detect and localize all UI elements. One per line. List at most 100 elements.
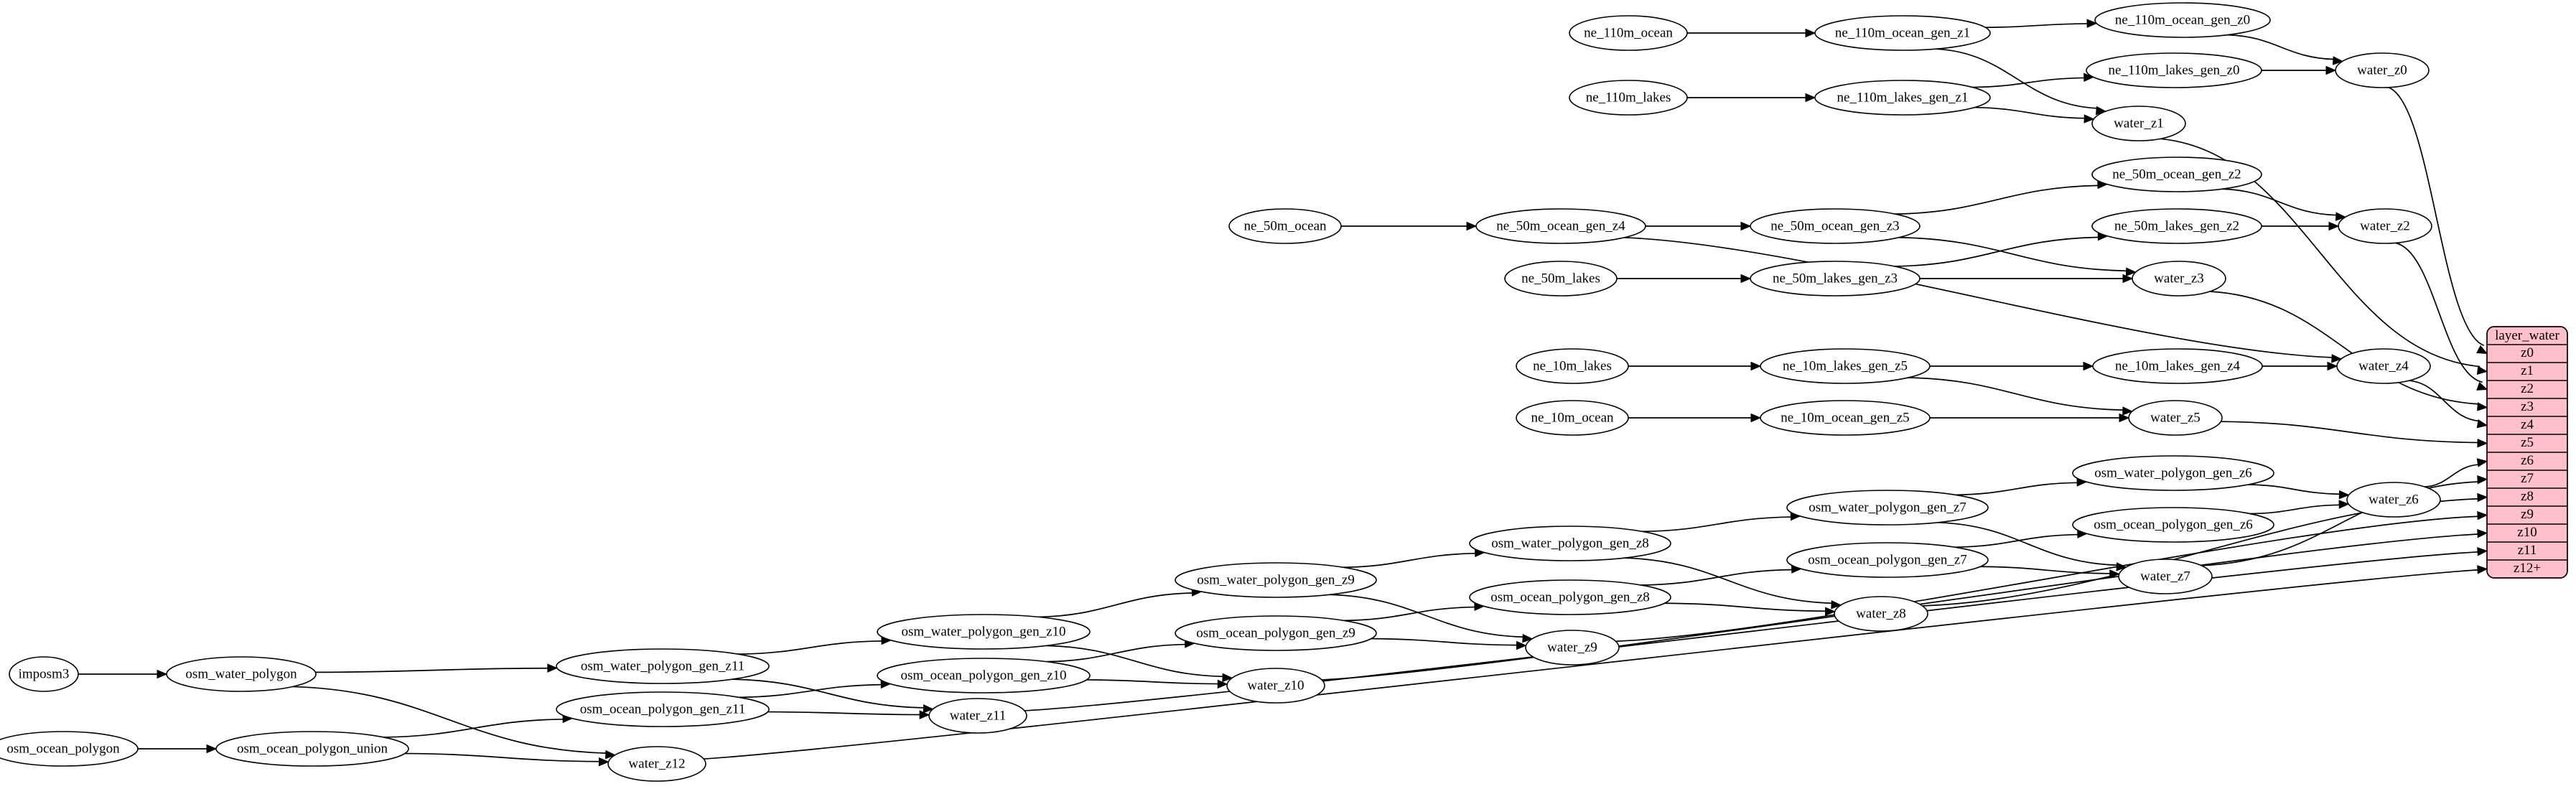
node-shape-osm_ocean_polygon_gen_z7[interactable] xyxy=(1786,542,1989,578)
node-water_z3[interactable]: water_z3 xyxy=(2132,261,2226,297)
node-shape-water_z9[interactable] xyxy=(1525,630,1620,666)
node-shape-osm_water_polygon_gen_z7[interactable] xyxy=(1786,490,1989,526)
node-osm_water_polygon_gen_z7[interactable]: osm_water_polygon_gen_z7 xyxy=(1786,490,1989,526)
edge-osm_water_polygon_gen_z10-to-osm_water_polygon_gen_z9 xyxy=(1038,592,1193,618)
node-osm_ocean_polygon[interactable]: osm_ocean_polygon xyxy=(0,731,139,767)
node-shape-ne_10m_lakes[interactable] xyxy=(1516,348,1629,384)
node-ne_110m_ocean[interactable]: ne_110m_ocean xyxy=(1569,15,1688,51)
node-osm_water_polygon_gen_z10[interactable]: osm_water_polygon_gen_z10 xyxy=(877,614,1091,650)
node-water_z5[interactable]: water_z5 xyxy=(2128,400,2223,436)
node-ne_50m_ocean_gen_z3[interactable]: ne_50m_ocean_gen_z3 xyxy=(1750,208,1921,244)
node-shape-ne_110m_lakes_gen_z0[interactable] xyxy=(2086,52,2262,88)
node-shape-water_z6[interactable] xyxy=(2346,482,2441,518)
node-ne_50m_ocean[interactable]: ne_50m_ocean xyxy=(1228,208,1342,244)
node-shape-ne_50m_ocean_gen_z4[interactable] xyxy=(1475,208,1646,244)
node-shape-water_z0[interactable] xyxy=(2335,52,2430,88)
node-shape-ne_10m_ocean[interactable] xyxy=(1516,400,1629,436)
node-water_z9[interactable]: water_z9 xyxy=(1525,630,1620,666)
node-water_z6[interactable]: water_z6 xyxy=(2346,482,2441,518)
node-osm_ocean_polygon_gen_z9[interactable]: osm_ocean_polygon_gen_z9 xyxy=(1175,615,1377,651)
node-ne_50m_lakes[interactable]: ne_50m_lakes xyxy=(1504,261,1618,297)
node-imposm3[interactable]: imposm3 xyxy=(9,656,79,692)
node-osm_water_polygon_gen_z8[interactable]: osm_water_polygon_gen_z8 xyxy=(1469,526,1671,561)
node-shape-water_z12[interactable] xyxy=(607,746,706,782)
node-ne_50m_ocean_gen_z4[interactable]: ne_50m_ocean_gen_z4 xyxy=(1475,208,1646,244)
node-osm_ocean_polygon_gen_z11[interactable]: osm_ocean_polygon_gen_z11 xyxy=(556,691,770,727)
node-shape-osm_ocean_polygon_gen_z9[interactable] xyxy=(1175,615,1377,651)
node-ne_110m_lakes[interactable]: ne_110m_lakes xyxy=(1569,80,1688,116)
node-shape-ne_110m_ocean_gen_z1[interactable] xyxy=(1814,15,1991,51)
node-shape-water_z1[interactable] xyxy=(2091,106,2186,141)
node-ne_10m_lakes[interactable]: ne_10m_lakes xyxy=(1516,348,1629,384)
node-shape-osm_ocean_polygon_gen_z10[interactable] xyxy=(877,658,1091,694)
node-water_z10[interactable]: water_z10 xyxy=(1226,668,1325,704)
node-osm_ocean_polygon_union[interactable]: osm_ocean_polygon_union xyxy=(215,731,409,767)
node-ne_10m_ocean_gen_z5[interactable]: ne_10m_ocean_gen_z5 xyxy=(1760,400,1931,436)
node-water_z0[interactable]: water_z0 xyxy=(2335,52,2430,88)
node-osm_water_polygon_gen_z6[interactable]: osm_water_polygon_gen_z6 xyxy=(2072,455,2274,491)
node-osm_ocean_polygon_gen_z10[interactable]: osm_ocean_polygon_gen_z10 xyxy=(877,658,1091,694)
node-shape-osm_water_polygon_gen_z10[interactable] xyxy=(877,614,1091,650)
edge-arrowhead xyxy=(2083,114,2095,123)
node-osm_water_polygon_gen_z9[interactable]: osm_water_polygon_gen_z9 xyxy=(1175,562,1377,598)
node-shape-osm_water_polygon_gen_z11[interactable] xyxy=(556,648,770,684)
node-shape-ne_10m_lakes_gen_z4[interactable] xyxy=(2092,348,2263,384)
node-shape-osm_ocean_polygon_gen_z11[interactable] xyxy=(556,691,770,727)
node-shape-ne_10m_lakes_gen_z5[interactable] xyxy=(1760,348,1931,384)
node-shape-osm_ocean_polygon_gen_z8[interactable] xyxy=(1469,579,1671,615)
node-ne_50m_lakes_gen_z2[interactable]: ne_50m_lakes_gen_z2 xyxy=(2091,208,2262,244)
node-ne_50m_lakes_gen_z3[interactable]: ne_50m_lakes_gen_z3 xyxy=(1750,261,1921,297)
node-shape-ne_10m_ocean_gen_z5[interactable] xyxy=(1760,400,1931,436)
node-osm_ocean_polygon_gen_z6[interactable]: osm_ocean_polygon_gen_z6 xyxy=(2072,507,2274,543)
node-water_z2[interactable]: water_z2 xyxy=(2338,208,2432,244)
node-shape-imposm3[interactable] xyxy=(9,656,79,692)
node-shape-osm_ocean_polygon_gen_z6[interactable] xyxy=(2072,507,2274,543)
node-shape-ne_50m_ocean_gen_z3[interactable] xyxy=(1750,208,1921,244)
node-shape-water_z11[interactable] xyxy=(928,698,1027,734)
node-shape-osm_water_polygon_gen_z6[interactable] xyxy=(2072,455,2274,491)
node-ne_10m_ocean[interactable]: ne_10m_ocean xyxy=(1516,400,1629,436)
node-osm_water_polygon[interactable]: osm_water_polygon xyxy=(166,656,317,692)
node-osm_water_polygon_gen_z11[interactable]: osm_water_polygon_gen_z11 xyxy=(556,648,770,684)
node-ne_10m_lakes_gen_z5[interactable]: ne_10m_lakes_gen_z5 xyxy=(1760,348,1931,384)
node-shape-osm_water_polygon_gen_z9[interactable] xyxy=(1175,562,1377,598)
node-water_z7[interactable]: water_z7 xyxy=(2118,559,2213,594)
edge-ne_50m_lakes_gen_z3-to-ne_50m_lakes_gen_z2 xyxy=(1895,236,2099,267)
node-ne_50m_ocean_gen_z2[interactable]: ne_50m_ocean_gen_z2 xyxy=(2091,157,2262,192)
node-shape-ne_50m_ocean[interactable] xyxy=(1228,208,1342,244)
node-shape-water_z7[interactable] xyxy=(2118,559,2213,594)
node-shape-ne_50m_ocean_gen_z2[interactable] xyxy=(2091,157,2262,192)
node-shape-water_z5[interactable] xyxy=(2128,400,2223,436)
node-shape-ne_50m_lakes_gen_z3[interactable] xyxy=(1750,261,1921,297)
node-ne_10m_lakes_gen_z4[interactable]: ne_10m_lakes_gen_z4 xyxy=(2092,348,2263,384)
node-water_z12[interactable]: water_z12 xyxy=(607,746,706,782)
node-ne_110m_ocean_gen_z1[interactable]: ne_110m_ocean_gen_z1 xyxy=(1814,15,1991,51)
node-shape-water_z4[interactable] xyxy=(2336,348,2431,384)
edge-osm_ocean_polygon_gen_z7-to-osm_ocean_polygon_gen_z6 xyxy=(1954,533,2078,548)
node-shape-water_z3[interactable] xyxy=(2132,261,2226,297)
node-shape-water_z2[interactable] xyxy=(2338,208,2432,244)
node-shape-osm_ocean_polygon_union[interactable] xyxy=(215,731,409,767)
node-ne_110m_ocean_gen_z0[interactable]: ne_110m_ocean_gen_z0 xyxy=(2094,2,2271,38)
edge-osm_ocean_polygon_gen_z7-to-water_z7 xyxy=(1980,566,2111,574)
node-shape-water_z8[interactable] xyxy=(1834,596,1928,632)
node-water_z1[interactable]: water_z1 xyxy=(2091,106,2186,141)
node-shape-ne_110m_ocean[interactable] xyxy=(1569,15,1688,51)
node-shape-osm_water_polygon[interactable] xyxy=(166,656,317,692)
node-water_z11[interactable]: water_z11 xyxy=(928,698,1027,734)
node-water_z4[interactable]: water_z4 xyxy=(2336,348,2431,384)
node-shape-ne_110m_ocean_gen_z0[interactable] xyxy=(2094,2,2271,38)
node-shape-water_z10[interactable] xyxy=(1226,668,1325,704)
node-osm_ocean_polygon_gen_z8[interactable]: osm_ocean_polygon_gen_z8 xyxy=(1469,579,1671,615)
node-ne_110m_lakes_gen_z1[interactable]: ne_110m_lakes_gen_z1 xyxy=(1814,80,1991,116)
node-shape-osm_ocean_polygon[interactable] xyxy=(0,731,139,767)
nodes-layer: ne_110m_ocean ne_110m_ocean_gen_z1 ne_110m… xyxy=(0,2,2441,782)
node-shape-ne_110m_lakes[interactable] xyxy=(1569,80,1688,116)
node-ne_110m_lakes_gen_z0[interactable]: ne_110m_lakes_gen_z0 xyxy=(2086,52,2262,88)
node-water_z8[interactable]: water_z8 xyxy=(1834,596,1928,632)
node-shape-ne_110m_lakes_gen_z1[interactable] xyxy=(1814,80,1991,116)
node-osm_ocean_polygon_gen_z7[interactable]: osm_ocean_polygon_gen_z7 xyxy=(1786,542,1989,578)
node-shape-ne_50m_lakes_gen_z2[interactable] xyxy=(2091,208,2262,244)
node-shape-ne_50m_lakes[interactable] xyxy=(1504,261,1618,297)
node-shape-osm_water_polygon_gen_z8[interactable] xyxy=(1469,526,1671,561)
